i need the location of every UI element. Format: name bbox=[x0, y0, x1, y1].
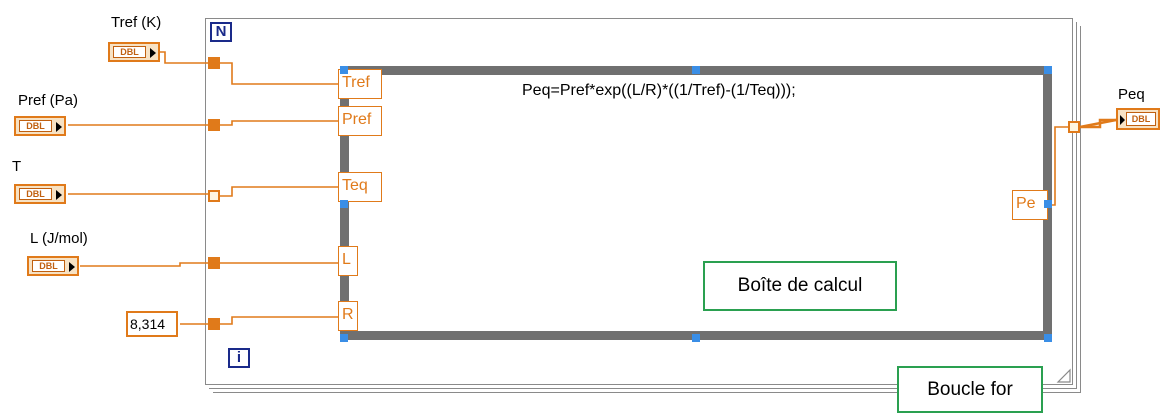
wire-peq-out bbox=[1079, 118, 1117, 129]
control-tref[interactable]: DBL bbox=[108, 42, 160, 62]
formula-input-tref[interactable]: Tref bbox=[338, 69, 382, 99]
resize-handle[interactable] bbox=[340, 66, 348, 74]
indicator-type-tag: DBL bbox=[1126, 112, 1156, 126]
for-loop-shadow-outer bbox=[213, 26, 1081, 393]
control-label-pref: Pref (Pa) bbox=[18, 92, 79, 109]
control-type-tag: DBL bbox=[32, 260, 65, 272]
indicator-peq[interactable]: DBL bbox=[1116, 108, 1160, 130]
control-label-l: L (J/mol) bbox=[30, 230, 88, 247]
loop-iteration-terminal: i bbox=[228, 348, 250, 368]
formula-expression[interactable]: Peq=Pref*exp((L/R)*((1/Tref)-(1/Teq))); bbox=[522, 82, 796, 99]
control-type-tag: DBL bbox=[19, 188, 52, 200]
formula-node[interactable] bbox=[340, 66, 1052, 340]
control-label-tref: Tref (K) bbox=[111, 14, 162, 31]
tunnel-peq[interactable] bbox=[1068, 121, 1080, 133]
annotation-for-loop: Boucle for bbox=[897, 366, 1043, 413]
arrow-right-icon bbox=[56, 190, 62, 200]
control-t[interactable]: DBL bbox=[14, 184, 66, 204]
resize-handle[interactable] bbox=[1044, 334, 1052, 342]
formula-input-r[interactable]: R bbox=[338, 301, 358, 331]
control-type-tag: DBL bbox=[113, 46, 146, 58]
for-loop-shadow-inner bbox=[209, 22, 1077, 389]
formula-input-l[interactable]: L bbox=[338, 246, 358, 276]
resize-handle[interactable] bbox=[692, 334, 700, 342]
tunnel-pref[interactable] bbox=[208, 119, 220, 131]
control-label-t: T bbox=[12, 158, 22, 175]
resize-handle[interactable] bbox=[340, 334, 348, 342]
resize-handle[interactable] bbox=[1044, 66, 1052, 74]
loop-count-terminal[interactable]: N bbox=[210, 22, 232, 42]
wire-tref bbox=[160, 51, 208, 64]
arrow-right-icon bbox=[56, 122, 62, 132]
control-l[interactable]: DBL bbox=[27, 256, 79, 276]
indicator-label-peq: Peq bbox=[1118, 86, 1145, 103]
tunnel-tref[interactable] bbox=[208, 57, 220, 69]
constant-r[interactable]: 8,314 bbox=[126, 311, 178, 337]
resize-handle[interactable] bbox=[1044, 200, 1052, 208]
wire-l bbox=[80, 262, 208, 267]
resize-corner-icon[interactable] bbox=[1056, 368, 1072, 384]
arrow-right-icon bbox=[69, 262, 75, 272]
tunnel-l[interactable] bbox=[208, 257, 220, 269]
resize-handle[interactable] bbox=[692, 66, 700, 74]
formula-input-teq[interactable]: Teq bbox=[338, 172, 382, 202]
arrow-right-icon bbox=[1120, 115, 1125, 125]
formula-input-pref[interactable]: Pref bbox=[338, 106, 382, 136]
tunnel-t[interactable] bbox=[208, 190, 220, 202]
arrow-right-icon bbox=[150, 48, 156, 58]
resize-handle[interactable] bbox=[340, 200, 348, 208]
control-pref[interactable]: DBL bbox=[14, 116, 66, 136]
control-type-tag: DBL bbox=[19, 120, 52, 132]
formula-output-pe[interactable]: Pe bbox=[1012, 190, 1048, 220]
annotation-formula-box: Boîte de calcul bbox=[703, 261, 897, 311]
tunnel-r[interactable] bbox=[208, 318, 220, 330]
